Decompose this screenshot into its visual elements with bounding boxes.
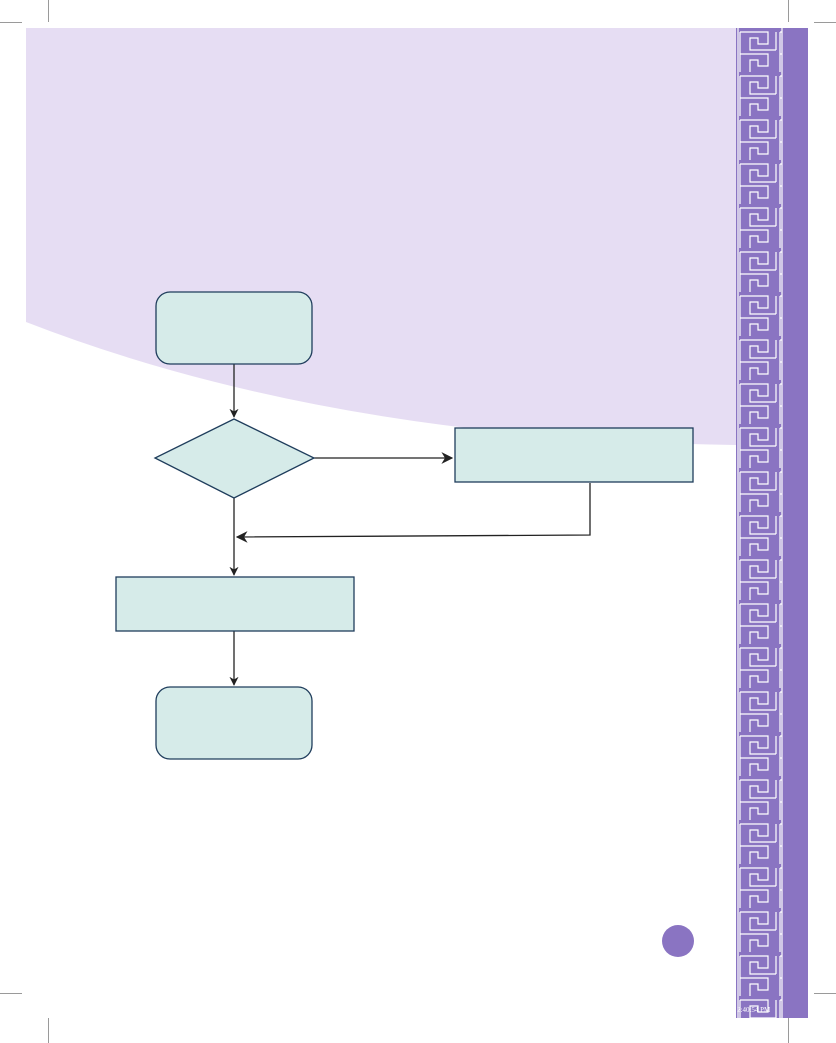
decision-diamond-node (153, 418, 316, 499)
flowchart (115, 291, 694, 760)
edge-side-process-return (235, 483, 591, 543)
crop-mark (788, 1018, 789, 1043)
main-process-node (115, 576, 355, 632)
top-decorative-band (26, 28, 736, 445)
print-timestamp: 2:40:54 PM (737, 1006, 771, 1014)
crop-mark (814, 993, 836, 994)
crop-mark (48, 0, 49, 22)
page-number-marker (662, 925, 694, 957)
crop-mark (788, 0, 789, 22)
side-process-node (454, 427, 694, 483)
crop-mark (0, 22, 22, 23)
start-terminator-node (155, 291, 313, 365)
end-terminator-node (155, 686, 313, 760)
sidebar-border (736, 28, 808, 1018)
crop-mark (0, 993, 22, 994)
crop-mark (814, 22, 836, 23)
crop-mark (48, 1018, 49, 1043)
